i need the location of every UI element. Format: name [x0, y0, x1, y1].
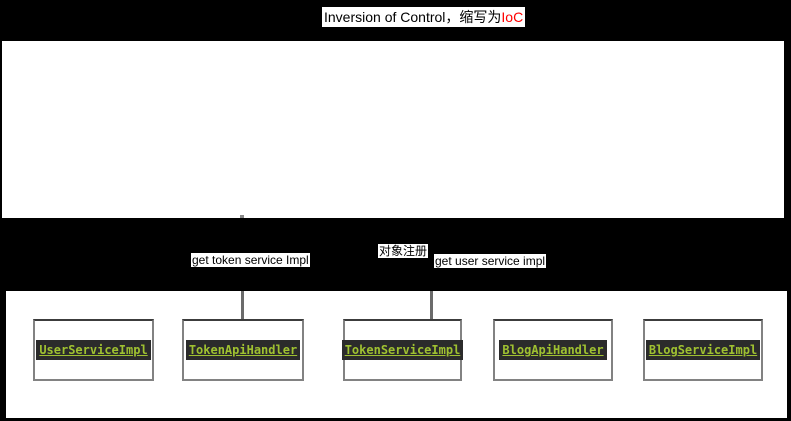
class-badge-token-service-impl: TokenServiceImpl: [341, 340, 464, 360]
implementations-panel: UserServiceImpl TokenApiHandler TokenSer…: [6, 291, 787, 418]
class-box-token-service-impl: TokenServiceImpl: [341, 319, 464, 381]
class-box-blog-service-impl: BlogServiceImpl: [643, 319, 763, 381]
label-get-token-service-impl: get token service Impl: [191, 253, 310, 267]
class-box-token-api-handler: TokenApiHandler: [182, 319, 304, 381]
class-badge-user-service-impl: UserServiceImpl: [36, 340, 151, 360]
class-box-user-service-impl: UserServiceImpl: [33, 319, 154, 381]
title-text: Inversion of Control，缩写为: [324, 9, 502, 25]
label-get-user-service-impl: get user service impl: [434, 254, 547, 268]
title-highlight-ioc: IoC: [501, 9, 524, 25]
connector-line-token-service: [430, 291, 433, 320]
top-whiteboard: [2, 41, 784, 218]
class-badge-blog-api-handler: BlogApiHandler: [499, 340, 607, 360]
class-badge-token-api-handler: TokenApiHandler: [185, 340, 301, 360]
connector-tick: [240, 215, 244, 218]
connector-line-token-api: [241, 291, 244, 320]
class-badge-blog-service-impl: BlogServiceImpl: [645, 340, 761, 360]
label-object-register: 对象注册: [378, 244, 429, 258]
class-box-blog-api-handler: BlogApiHandler: [493, 319, 613, 381]
diagram-title: Inversion of Control，缩写为IoC: [322, 7, 526, 27]
